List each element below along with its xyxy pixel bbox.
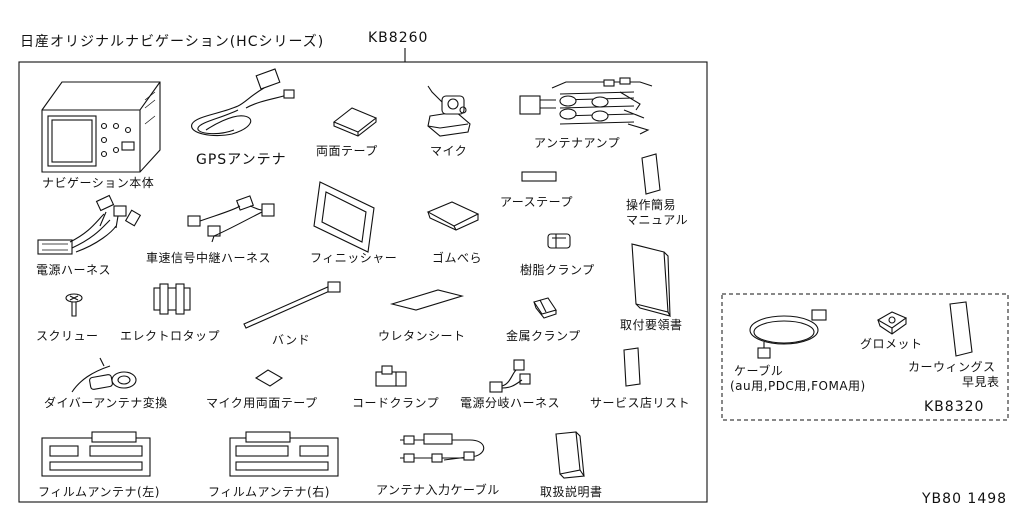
label-cable-2: (au用,PDC用,FOMA用) bbox=[730, 379, 866, 393]
mic-drawing bbox=[427, 85, 471, 137]
speed-harness-drawing bbox=[187, 195, 275, 243]
label-cord-clamp: コードクランプ bbox=[352, 396, 440, 410]
label-double-tape: 両面テープ bbox=[316, 144, 378, 158]
label-rubber-spatula: ゴムべら bbox=[432, 251, 483, 265]
label-diversity-adapter: ダイバーアンテナ変換 bbox=[44, 396, 168, 410]
band-drawing bbox=[243, 281, 341, 329]
label-band: バンド bbox=[272, 333, 311, 347]
antenna-input-cable-drawing bbox=[400, 433, 485, 463]
kit-sub-code: KB8320 bbox=[924, 399, 985, 415]
kit-main-code: KB8260 bbox=[368, 30, 429, 46]
label-mic-tape: マイク用両面テープ bbox=[206, 396, 318, 410]
label-antenna-input-cable: アンテナ入力ケーブル bbox=[376, 483, 500, 497]
label-metal-clamp: 金属クランプ bbox=[506, 329, 581, 343]
electro-tap-drawing bbox=[153, 283, 191, 315]
rubber-spatula-drawing bbox=[426, 201, 480, 231]
gps-antenna-drawing bbox=[191, 68, 295, 137]
label-cable-1: ケーブル bbox=[734, 364, 784, 378]
label-speed-harness: 車速信号中継ハーネス bbox=[146, 251, 272, 265]
finisher-drawing bbox=[313, 181, 375, 253]
power-harness-drawing bbox=[37, 194, 142, 255]
label-grommet: グロメット bbox=[860, 337, 923, 351]
label-urethane-sheet: ウレタンシート bbox=[378, 329, 466, 343]
owner-manual-drawing bbox=[555, 431, 585, 479]
earth-tape-drawing bbox=[521, 171, 557, 182]
label-quick-manual-1: 操作簡易 bbox=[626, 198, 677, 212]
label-carwings-1: カーウィングス bbox=[908, 360, 996, 374]
figure-code: YB80 1498 bbox=[922, 491, 1008, 507]
label-earth-tape: アーステープ bbox=[500, 195, 573, 209]
label-install-guide: 取付要領書 bbox=[620, 318, 683, 332]
label-antenna-amp: アンテナアンプ bbox=[534, 136, 621, 150]
label-gps-antenna: GPSアンテナ bbox=[196, 152, 287, 168]
label-power-branch: 電源分岐ハーネス bbox=[460, 396, 561, 410]
label-power-harness: 電源ハーネス bbox=[36, 263, 112, 277]
kit-sub-box bbox=[721, 293, 1009, 421]
screw-drawing bbox=[65, 293, 83, 317]
film-antenna-right-drawing bbox=[229, 431, 339, 477]
label-finisher: フィニッシャー bbox=[310, 251, 398, 265]
label-owner-manual: 取扱説明書 bbox=[540, 485, 603, 499]
film-antenna-left-drawing bbox=[41, 431, 151, 477]
urethane-sheet-drawing bbox=[389, 289, 465, 311]
cable-drawing bbox=[749, 309, 827, 359]
label-film-antenna-right: フィルムアンテナ(右) bbox=[208, 485, 330, 499]
mic-tape-drawing bbox=[254, 369, 284, 387]
carwings-ref-drawing bbox=[949, 301, 973, 357]
install-guide-drawing bbox=[631, 243, 672, 317]
kit-main-box bbox=[18, 61, 708, 503]
cord-clamp-drawing bbox=[375, 365, 407, 387]
label-service-list: サービス店リスト bbox=[590, 396, 691, 410]
grommet-drawing bbox=[876, 311, 908, 335]
quick-manual-drawing bbox=[641, 153, 661, 195]
label-screw: スクリュー bbox=[36, 329, 99, 343]
service-list-drawing bbox=[623, 347, 641, 387]
diversity-adapter-drawing bbox=[71, 357, 137, 393]
resin-clamp-drawing bbox=[547, 233, 571, 249]
nav-unit-drawing bbox=[41, 81, 161, 173]
antenna-amp-drawing bbox=[519, 77, 653, 135]
label-electro-tap: エレクトロタップ bbox=[120, 329, 221, 343]
label-mic: マイク bbox=[430, 144, 468, 158]
title: 日産オリジナルナビゲーション(HCシリーズ) bbox=[20, 34, 325, 50]
label-nav-unit: ナビゲーション本体 bbox=[42, 176, 155, 190]
label-resin-clamp: 樹脂クランプ bbox=[520, 263, 595, 277]
double-tape-drawing bbox=[332, 107, 378, 137]
label-film-antenna-left: フィルムアンテナ(左) bbox=[38, 485, 160, 499]
power-branch-drawing bbox=[489, 359, 531, 393]
metal-clamp-drawing bbox=[533, 297, 557, 319]
label-carwings-2: 早見表 bbox=[962, 375, 1000, 389]
label-quick-manual-2: マニュアル bbox=[626, 213, 689, 227]
